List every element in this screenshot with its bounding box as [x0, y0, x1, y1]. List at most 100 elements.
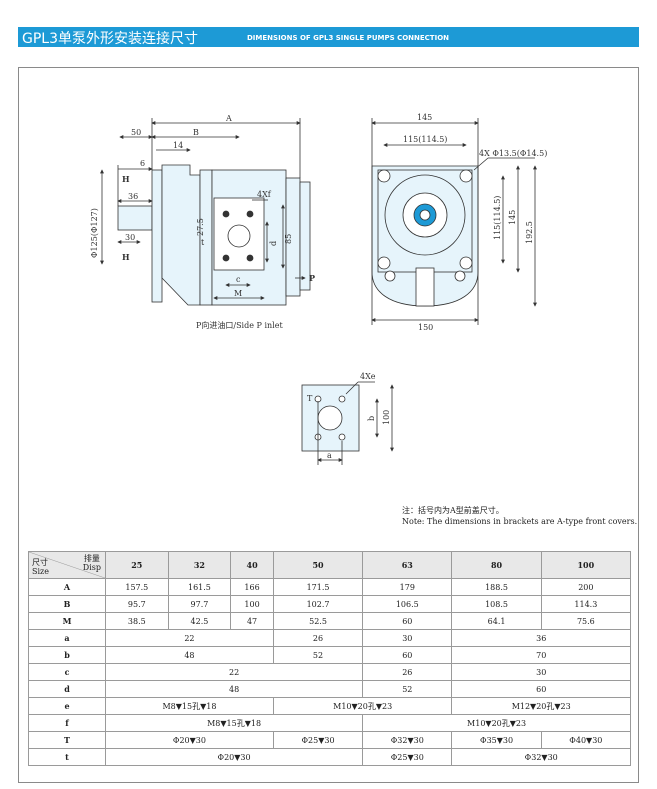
- dim-192-5: 192.5: [525, 221, 534, 244]
- dim-6: 6: [140, 159, 145, 168]
- dim-c: c: [236, 275, 241, 284]
- shaft: [117, 205, 153, 231]
- table-cell: 200: [540, 578, 632, 596]
- mounting-flange: [151, 169, 163, 303]
- table-cell: 60: [362, 646, 453, 664]
- dim-150: 150: [418, 323, 433, 332]
- col-header: 25: [105, 551, 169, 579]
- dim-115-vertical: 115(114.5): [493, 196, 502, 240]
- table-row: B 95.7 97.7 100 102.7 106.5 108.5 114.3: [28, 595, 632, 613]
- dim-145-vertical: 145: [508, 210, 517, 225]
- dim-27-5: 27.5: [196, 218, 205, 236]
- side-view-caption: P向进油口/Side P inlet: [196, 320, 283, 330]
- table-cell: 48: [105, 646, 274, 664]
- side-port-flange: [213, 197, 265, 271]
- table-row: T Φ20▼30 Φ25▼30 Φ32▼30 Φ35▼30 Φ40▼30: [28, 731, 632, 749]
- front-view: [371, 118, 537, 325]
- table-cell: Φ32▼30: [451, 748, 631, 766]
- dim-115-top: 115(114.5): [403, 135, 447, 144]
- row-label: b: [28, 646, 106, 664]
- dim-A: A: [225, 114, 232, 123]
- table-cell: 47: [230, 612, 274, 630]
- bolt-hole: [459, 256, 473, 270]
- table-cell: 161.5: [167, 578, 232, 596]
- title-en: DIMENSIONS OF GPL3 SINGLE PUMPS CONNECTI…: [247, 34, 449, 42]
- bolt-hole: [377, 256, 391, 270]
- table-cell: 26: [272, 629, 364, 647]
- row-label: c: [28, 663, 106, 681]
- row-label: t: [28, 748, 106, 766]
- rear-cap: [299, 181, 311, 291]
- table-cell: M8▼15孔▼18: [104, 714, 364, 732]
- table-cell: 52: [272, 646, 364, 664]
- dim-diameter: Φ125(Φ127): [90, 208, 99, 258]
- col-header: 63: [362, 551, 453, 579]
- table-cell: M10▼20孔▼23: [272, 697, 453, 715]
- dim-b: b: [367, 416, 376, 421]
- label-P: P: [309, 273, 315, 283]
- dim-50: 50: [131, 128, 141, 137]
- table-row: d 48 52 60: [28, 680, 631, 698]
- table-cell: 114.3: [540, 595, 632, 613]
- row-label: f: [28, 714, 106, 732]
- port-hole: [246, 254, 254, 262]
- table-cell: 75.6: [540, 612, 632, 630]
- label-T: T: [307, 394, 313, 403]
- side-port-bore: [227, 224, 251, 248]
- table-cell: Φ25▼30: [272, 731, 364, 749]
- table-cell: 108.5: [451, 595, 542, 613]
- table-cell: 166: [230, 578, 274, 596]
- table-row: f M8▼15孔▼18 M10▼20孔▼23: [28, 714, 631, 732]
- row-label: d: [28, 680, 106, 698]
- table-cell: 188.5: [451, 578, 542, 596]
- port-view-labels: 4Xe T b 100 a: [307, 372, 391, 460]
- note-en: Note: The dimensions in brackets are A-t…: [402, 517, 638, 526]
- title-cn: GPL3单泵外形安装连接尺寸: [22, 31, 198, 47]
- table-cell: 64.1: [451, 612, 542, 630]
- row-label: T: [28, 731, 106, 749]
- table-cell: 100: [230, 595, 274, 613]
- label-bolt-holes: 4X Φ13.5(Φ14.5): [479, 149, 547, 158]
- port-hole: [222, 210, 230, 218]
- row-label: A: [28, 578, 106, 596]
- dim-30: 30: [125, 233, 135, 242]
- table-cell: 97.7: [167, 595, 232, 613]
- col-header: 50: [272, 551, 364, 579]
- table-row: b 48 52 60 70: [28, 646, 631, 664]
- row-label: B: [28, 595, 106, 613]
- col-header: 40: [230, 551, 274, 579]
- dim-100: 100: [382, 410, 391, 425]
- table-cell: 30: [451, 663, 631, 681]
- row-label: a: [28, 629, 106, 647]
- table-cell: M10▼20孔▼23: [362, 714, 631, 732]
- table-cell: 70: [451, 646, 631, 664]
- label-t: t: [201, 238, 205, 247]
- port-view: [301, 381, 394, 465]
- front-cover: [161, 164, 201, 306]
- shaft-center: [419, 209, 431, 221]
- table-cell: 22: [104, 663, 364, 681]
- label-4xe: 4Xe: [360, 372, 376, 381]
- col-header: 32: [167, 551, 232, 579]
- label-H-bottom: H: [122, 252, 130, 262]
- table-cell: M8▼15孔▼18: [105, 697, 274, 715]
- label-H-top: H: [122, 174, 130, 184]
- col-header: 80: [451, 551, 542, 579]
- col-header: 100: [540, 551, 632, 579]
- table-row: a 22 26 30 36: [28, 629, 631, 647]
- port-hole: [246, 210, 254, 218]
- table-row: t Φ20▼30 Φ25▼30 Φ32▼30: [28, 748, 631, 766]
- table-row: e M8▼15孔▼18 M10▼20孔▼23 M12▼20孔▼23: [28, 697, 631, 715]
- table-cell: 30: [362, 629, 453, 647]
- table-cell: Φ25▼30: [362, 748, 453, 766]
- table-cell: 48: [104, 680, 364, 698]
- dim-d: d: [269, 241, 278, 246]
- port-hole: [222, 254, 230, 262]
- table-cell: 26: [362, 663, 453, 681]
- drawing-frame: [18, 67, 639, 783]
